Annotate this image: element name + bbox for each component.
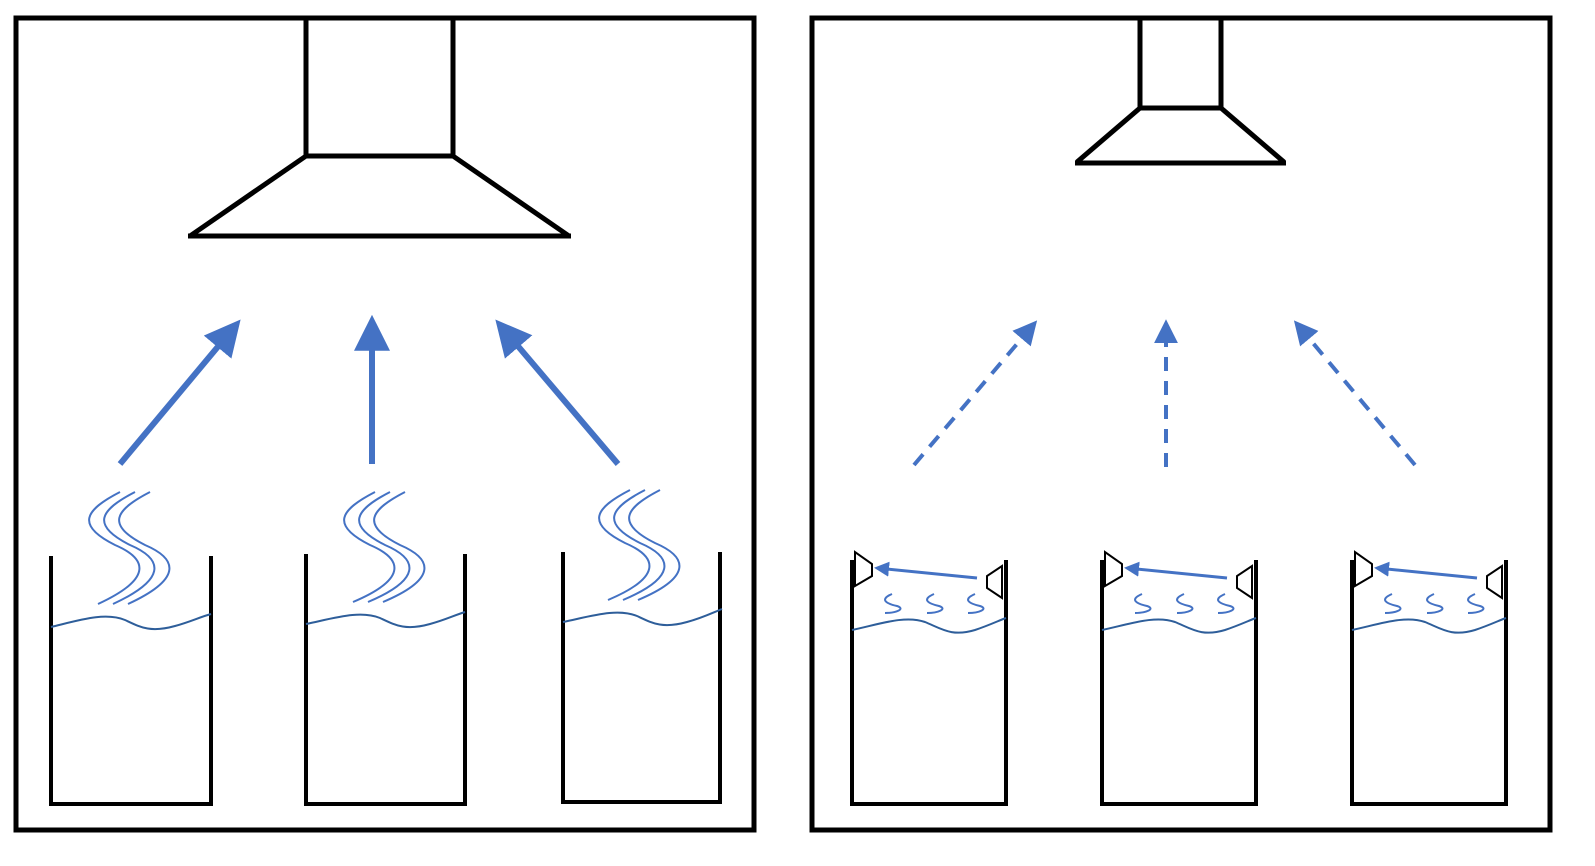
crossflow-arrow [1374,561,1478,580]
liquid-surface [1351,617,1507,634]
right-exhaust-hood [1075,18,1286,166]
vapor-plume [343,491,426,603]
liquid-surface [562,608,723,627]
left-tank-3 [561,489,723,804]
push-nozzle-icon [1354,550,1503,600]
right-panel-frame [809,15,1553,833]
vapor-plume [88,491,171,605]
crossflow-arrow [1124,561,1228,580]
surface-vapor [1384,593,1485,614]
right-tank-2 [1100,550,1258,806]
left-exhaust-hood [188,18,571,239]
right-airflow-arrows [912,319,1417,467]
crossflow-arrow [874,561,978,580]
liquid-surface [1101,617,1257,634]
right-tank-1 [850,550,1008,806]
right-arrow-diagonal-right [912,320,1038,467]
right-tanks [850,550,1508,806]
left-tanks [49,489,723,806]
liquid-surface [851,617,1007,634]
push-nozzle-icon [1104,550,1253,600]
left-panel [13,15,757,833]
liquid-surface [50,613,212,631]
liquid-surface [305,611,466,629]
left-arrow-diagonal-right [117,319,241,466]
surface-vapor [884,593,985,614]
push-nozzle-icon [854,550,1003,600]
right-arrow-diagonal-left [1293,320,1417,467]
surface-vapor [1134,593,1235,614]
vapor-plume [598,489,681,601]
left-airflow-arrows [117,314,621,466]
left-tank-2 [304,491,467,806]
left-panel-frame [13,15,757,833]
left-tank-1 [49,491,213,806]
right-panel [809,15,1553,833]
left-arrow-diagonal-left [495,319,621,466]
right-tank-3 [1350,550,1508,806]
